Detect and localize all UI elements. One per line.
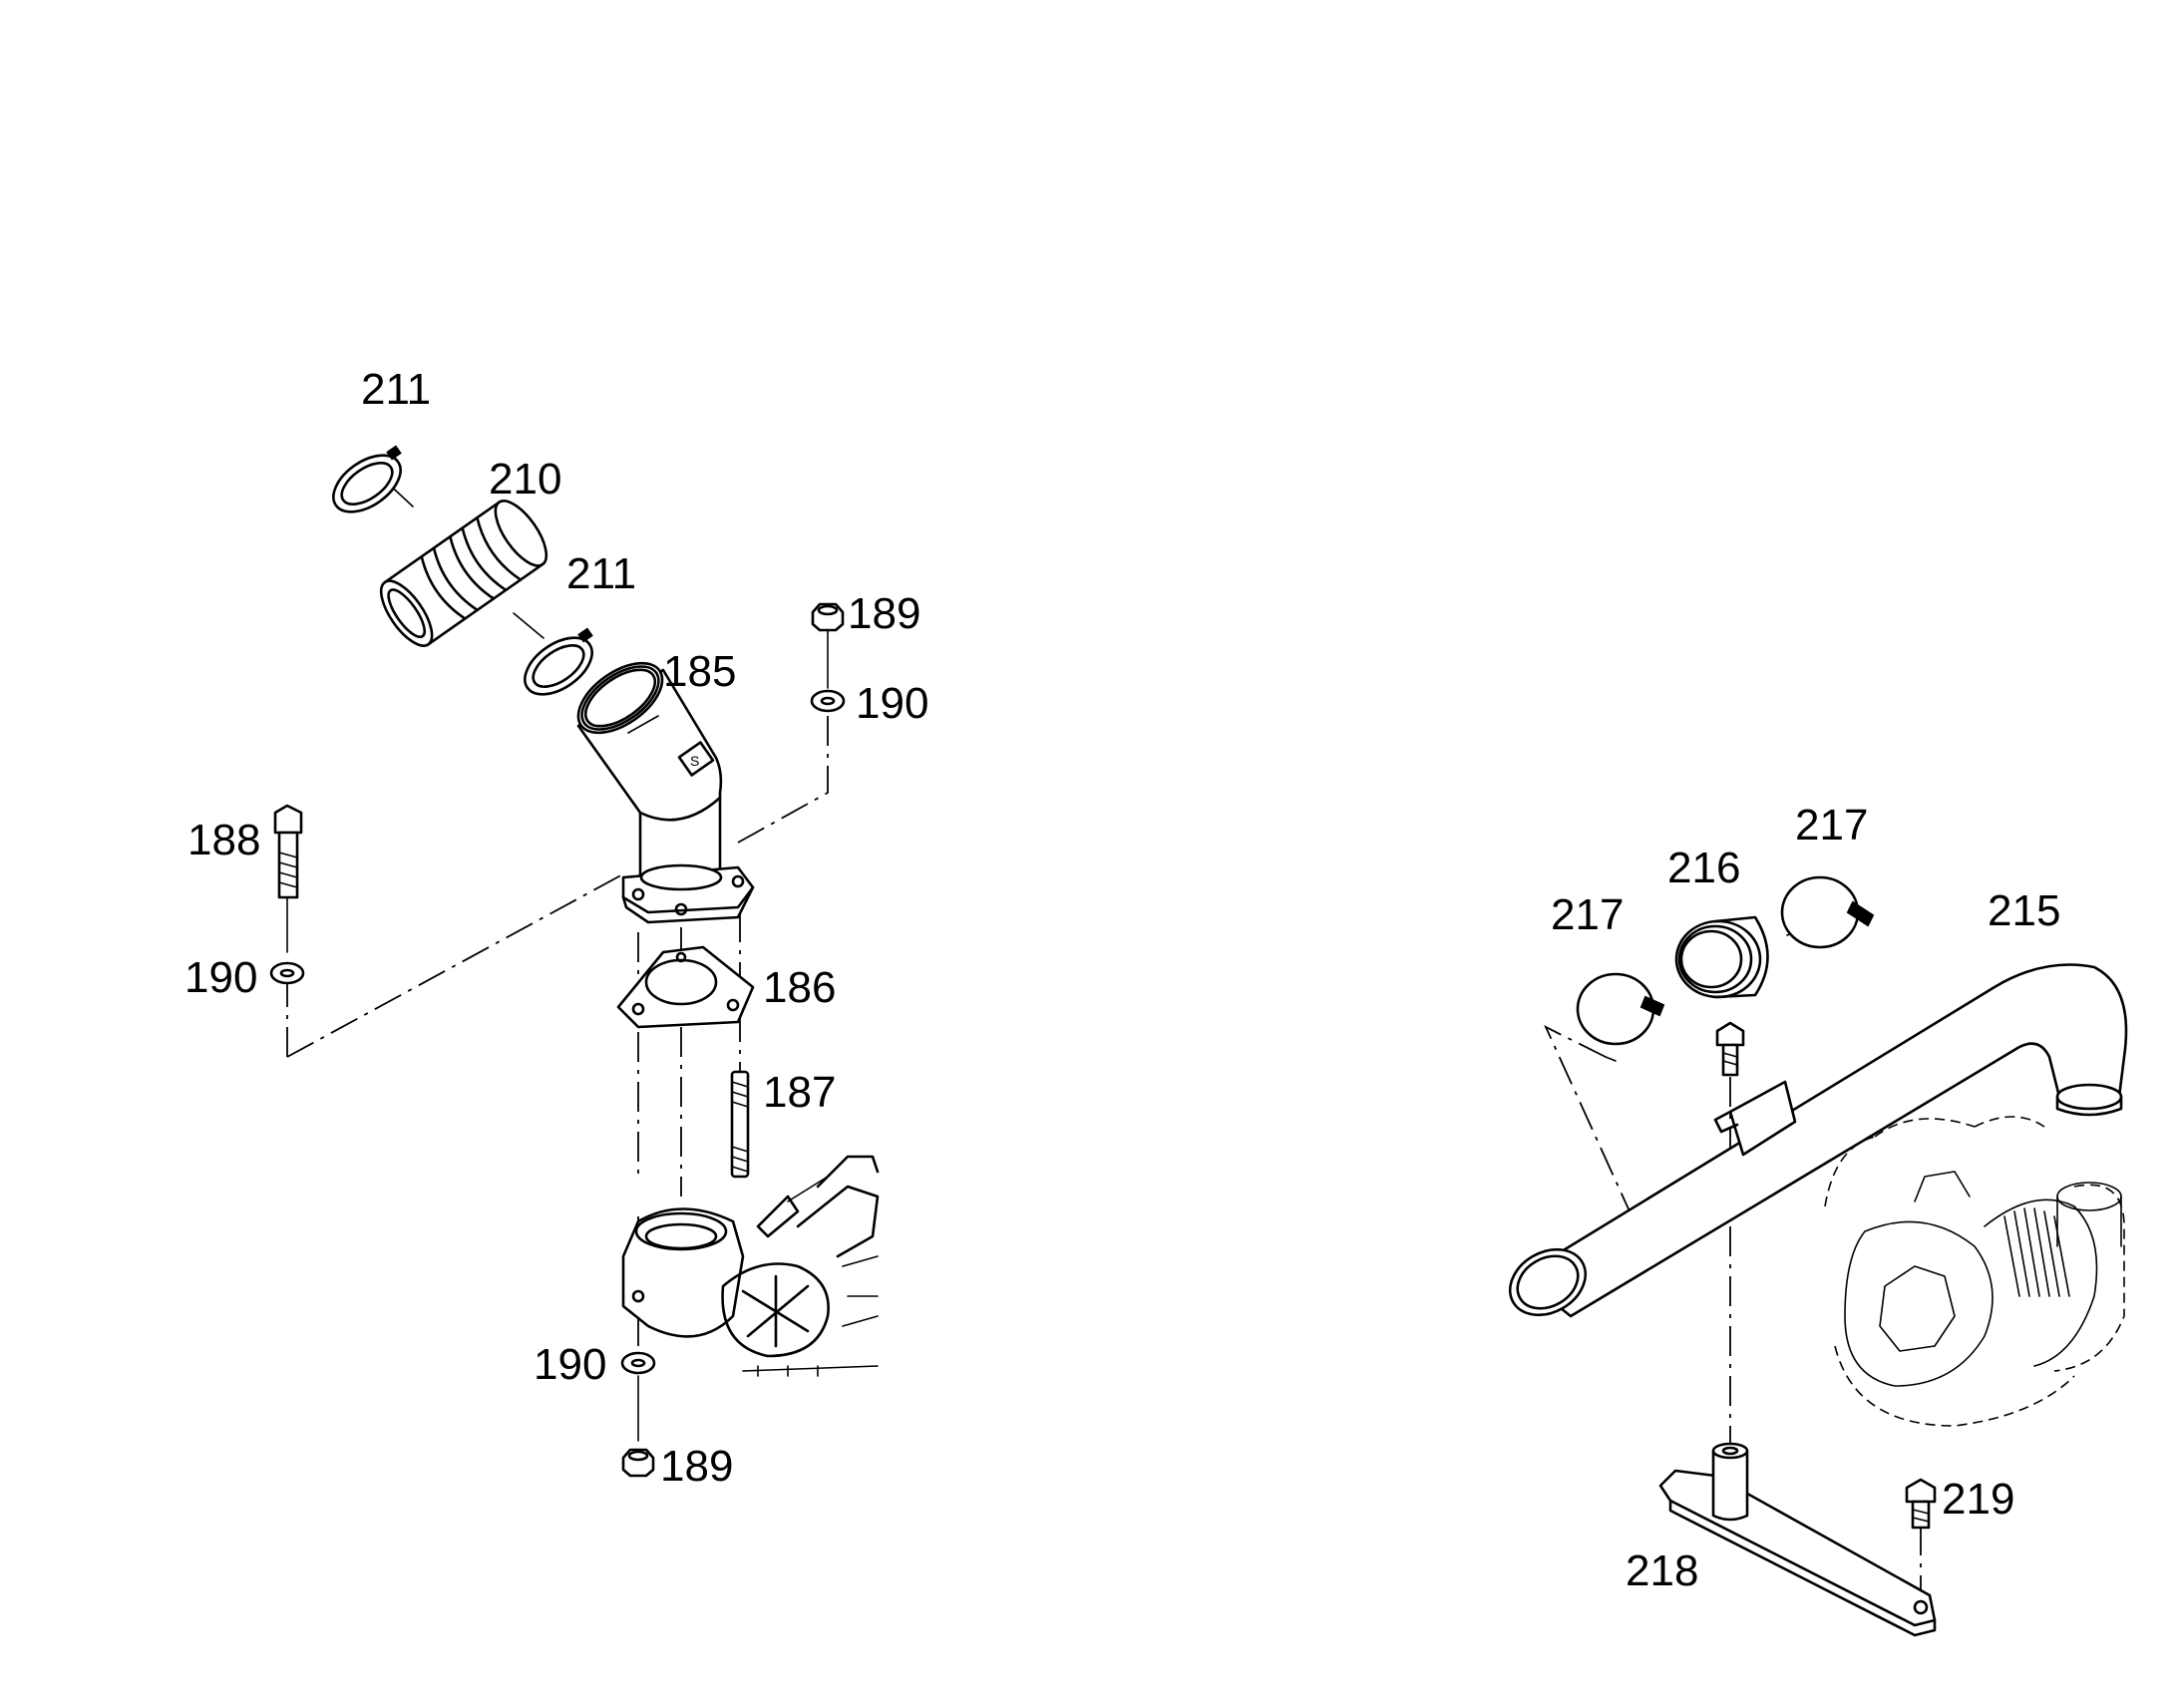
- callout-187: 187: [763, 1068, 836, 1117]
- nut-icon: [811, 602, 845, 632]
- callout-211: 211: [361, 365, 431, 414]
- nut-icon: [621, 1448, 655, 1478]
- turbocharger-icon: [1824, 1116, 2125, 1427]
- callout-211: 211: [566, 549, 636, 598]
- callout-185: 185: [663, 647, 736, 696]
- engine-housing-icon: [621, 1155, 880, 1377]
- washer-icon: [810, 689, 846, 713]
- callout-210: 210: [489, 455, 561, 504]
- callout-215: 215: [1988, 886, 2060, 935]
- elbow-pipe-icon: S: [576, 661, 755, 924]
- callout-190: 190: [184, 953, 257, 1002]
- washer-icon: [620, 1351, 656, 1375]
- hose-sleeve-icon: [379, 500, 548, 647]
- callout-216: 216: [1667, 844, 1740, 892]
- callout-190: 190: [534, 1340, 606, 1389]
- bent-pipe-icon: [1508, 963, 2128, 1318]
- callout-188: 188: [187, 816, 260, 864]
- callout-219: 219: [1942, 1475, 2014, 1524]
- gasket-icon: [616, 945, 755, 1029]
- hose-sleeve-icon: [1674, 915, 1769, 999]
- hose-clamp-icon: [332, 445, 402, 513]
- bolt-icon: [1715, 1021, 1745, 1077]
- callout-186: 186: [763, 963, 836, 1012]
- callout-218: 218: [1626, 1546, 1698, 1595]
- hose-clamp-icon: [1576, 972, 1665, 1046]
- svg-text:S: S: [690, 753, 699, 769]
- bracket-icon: [1658, 1442, 1937, 1637]
- bolt-icon: [1905, 1478, 1937, 1530]
- callout-189: 189: [660, 1442, 733, 1491]
- callout-labels: 211 210 211 185 189 190 188 190 186 187 …: [184, 365, 2060, 1595]
- callout-189: 189: [848, 589, 920, 638]
- callout-217: 217: [1551, 890, 1624, 939]
- hose-clamp-icon: [1780, 875, 1875, 949]
- callout-190: 190: [856, 679, 928, 728]
- bolt-icon: [273, 804, 303, 899]
- hose-clamp-icon: [524, 627, 593, 696]
- stud-icon: [730, 1070, 750, 1179]
- leader-lines-left: [286, 478, 829, 1442]
- callout-217: 217: [1795, 801, 1868, 850]
- washer-icon: [269, 961, 305, 985]
